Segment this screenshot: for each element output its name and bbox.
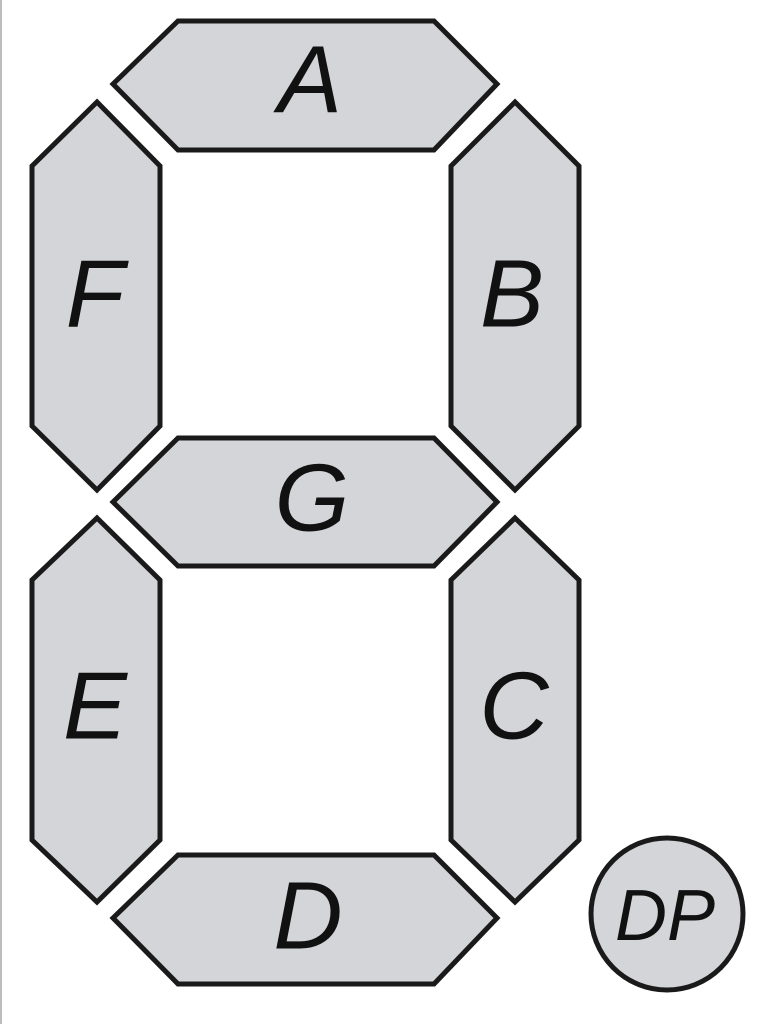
segment-g-shape — [109, 435, 501, 569]
segment-d-label: D — [273, 863, 342, 970]
segment-c: C — [448, 514, 582, 906]
segment-g: G — [109, 435, 501, 569]
segment-b-shape — [448, 98, 582, 494]
segment-dp-label: DP — [615, 876, 715, 956]
segment-d: D — [109, 852, 501, 987]
segment-e: E — [29, 514, 163, 906]
segment-d-shape — [109, 852, 501, 987]
segment-a-label: A — [273, 27, 342, 134]
segment-g-label: G — [275, 445, 350, 552]
segment-e-shape — [29, 514, 163, 906]
segment-a-shape — [109, 18, 501, 153]
segment-f: F — [29, 98, 163, 494]
segment-c-label: C — [479, 653, 549, 760]
segment-dp-shape — [588, 835, 746, 993]
segment-dp: DP — [588, 835, 746, 993]
segment-f-label: F — [66, 241, 130, 348]
segment-e-label: E — [63, 653, 128, 760]
segment-b: B — [448, 98, 582, 494]
segment-b-label: B — [480, 241, 544, 348]
segment-f-shape — [29, 98, 163, 494]
segment-a: A — [109, 18, 501, 153]
segment-c-shape — [448, 514, 582, 906]
